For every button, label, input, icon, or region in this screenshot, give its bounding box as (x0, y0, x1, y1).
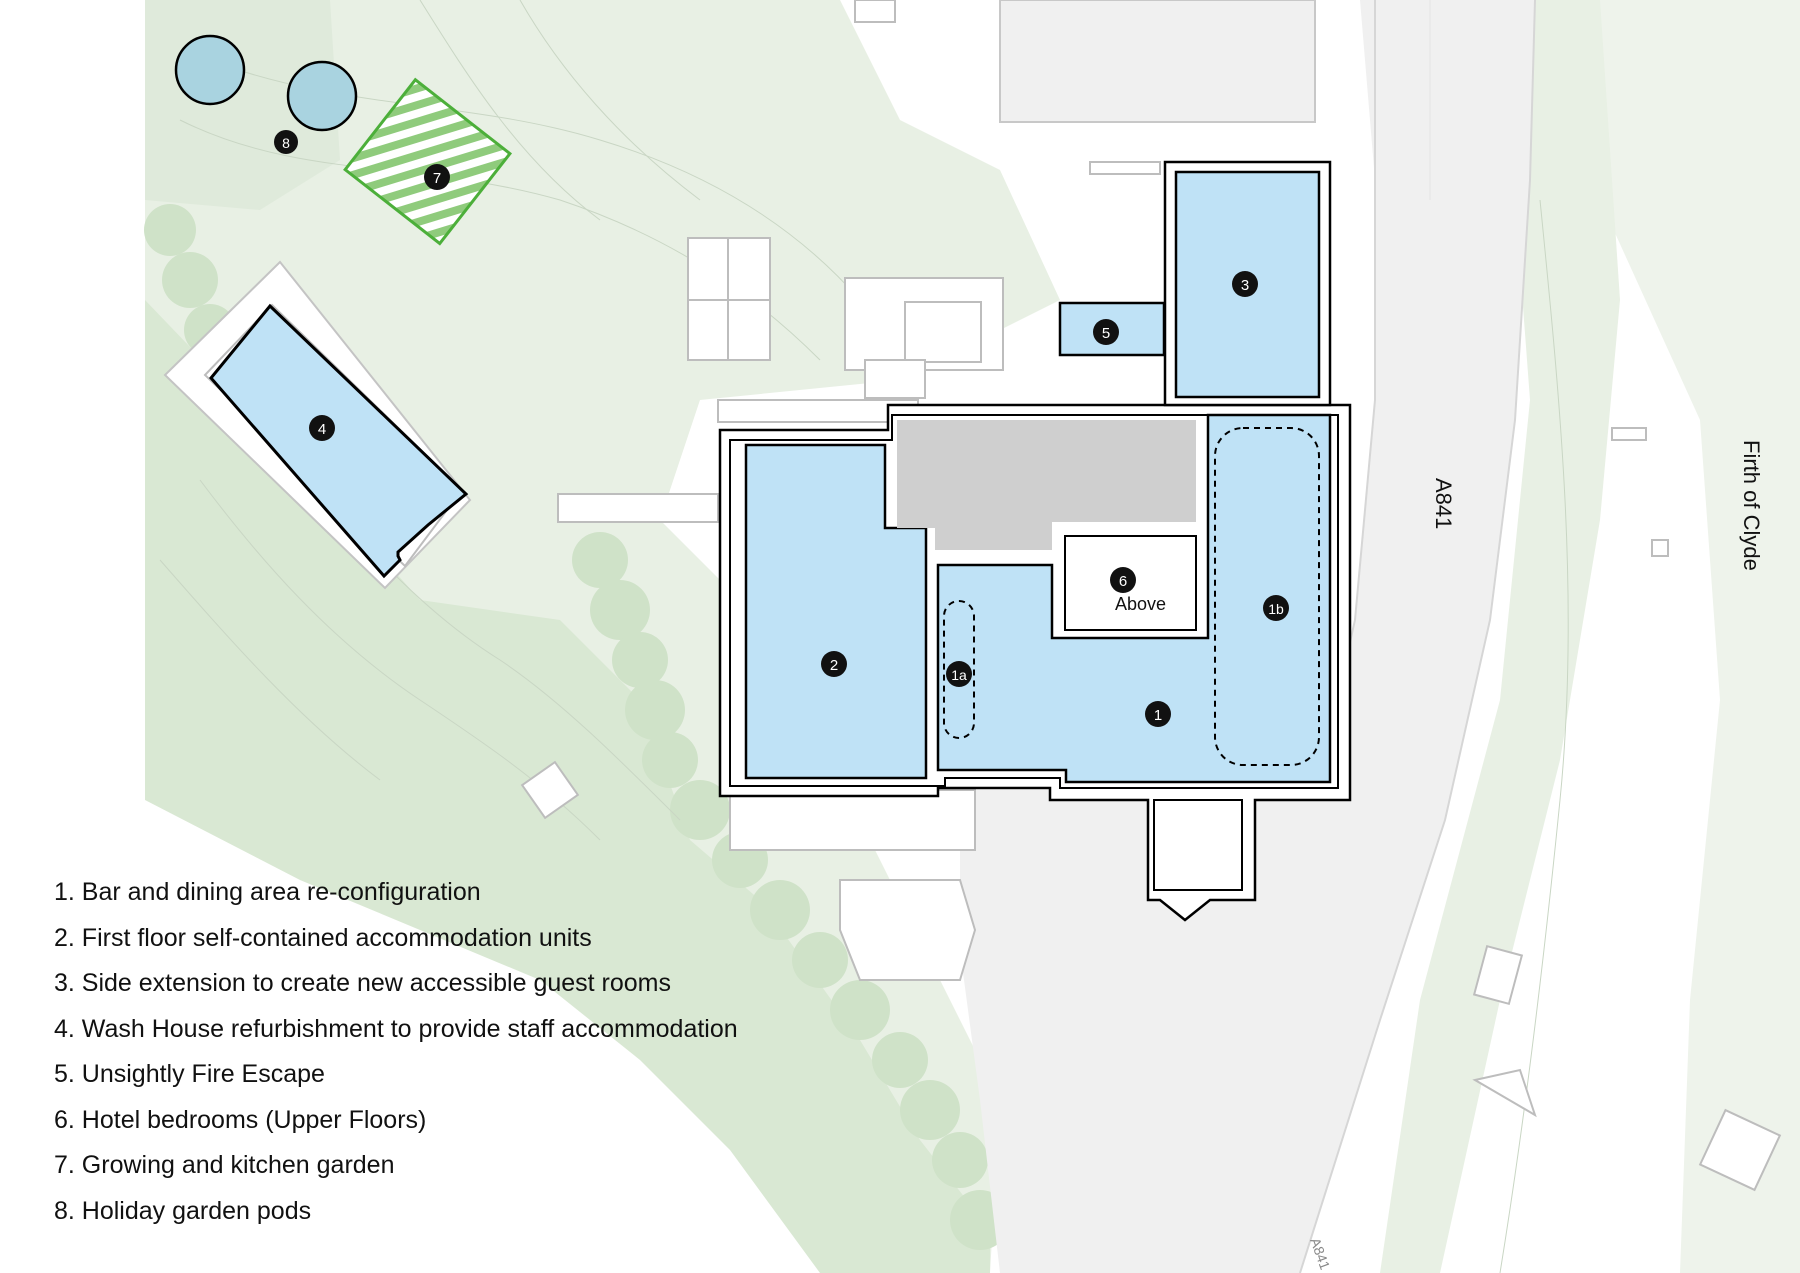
svg-text:3: 3 (1241, 277, 1249, 294)
marker-1b: 1b (1263, 595, 1289, 621)
svg-text:1: 1 (1154, 707, 1162, 724)
svg-text:2: 2 (830, 657, 838, 674)
marker-6: 6 (1110, 567, 1136, 593)
existing-outbuildings (520, 0, 1782, 1192)
marker-2: 2 (821, 651, 847, 677)
marker-7: 7 (424, 164, 450, 190)
road-label-a841-south: A841 (1307, 1236, 1333, 1272)
road-label-a841: A841 (1431, 478, 1456, 529)
main-hotel-building (718, 403, 1352, 922)
marker-1: 1 (1145, 701, 1171, 727)
above-label: Above (1115, 594, 1166, 614)
water-label-firth-of-clyde: Firth of Clyde (1739, 440, 1764, 571)
svg-text:5: 5 (1102, 325, 1110, 342)
legend-item-8: 8. Holiday garden pods (54, 1196, 312, 1225)
svg-text:6: 6 (1119, 573, 1127, 590)
marker-5: 5 (1093, 319, 1119, 345)
svg-text:4: 4 (318, 421, 326, 438)
holiday-garden-pods (174, 34, 358, 132)
svg-text:8: 8 (282, 135, 290, 151)
car-park-area (960, 0, 1335, 1273)
svg-text:7: 7 (433, 170, 441, 187)
marker-3: 3 (1232, 271, 1258, 297)
legend-item-4: 4. Wash House refurbishment to provide s… (54, 1014, 738, 1043)
legend-item-3: 3. Side extension to create new accessib… (54, 969, 672, 997)
legend-item-5: 5. Unsightly Fire Escape (54, 1060, 325, 1088)
svg-text:1a: 1a (951, 667, 967, 683)
legend-item-1: 1. Bar and dining area re-configuration (54, 878, 481, 906)
legend-item-7: 7. Growing and kitchen garden (54, 1151, 395, 1179)
legend-item-2: 2. First floor self-contained accommodat… (54, 923, 592, 952)
svg-text:1b: 1b (1268, 601, 1284, 617)
legend-item-6: 6. Hotel bedrooms (Upper Floors) (54, 1105, 427, 1134)
kitchen-garden (343, 77, 513, 246)
legend: 1. Bar and dining area re-configuration … (54, 870, 738, 1234)
marker-4: 4 (309, 415, 335, 441)
marker-8: 8 (274, 130, 298, 154)
marker-1a: 1a (946, 661, 972, 687)
